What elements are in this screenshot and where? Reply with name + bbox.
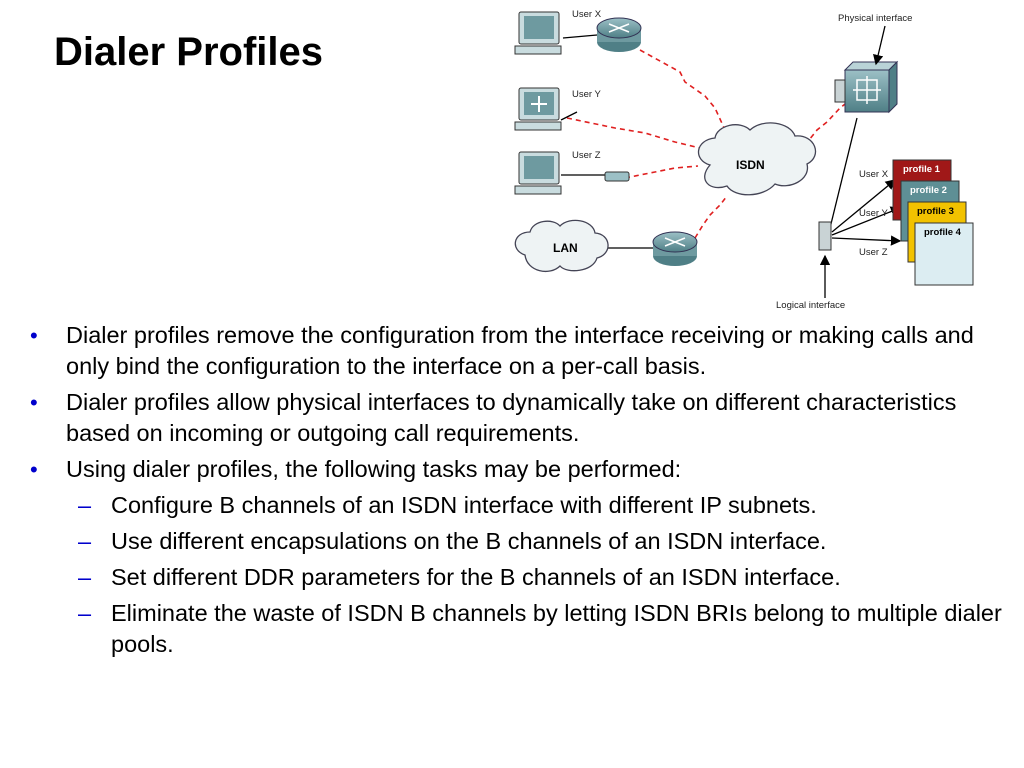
physical-interface-label: Physical interface [838,13,912,24]
logical-interface-label: Logical interface [776,300,845,311]
sub-bullet-text: Use different encapsulations on the B ch… [111,528,827,554]
bullet-item: • Using dialer profiles, the following t… [30,454,1005,485]
user-z-modem-icon [604,171,630,182]
sub-bullet-marker: – [78,492,92,518]
profile-user-y-label: User Y [859,208,889,219]
bullet-list: • Dialer profiles remove the configurati… [30,320,1005,665]
sub-bullet-marker: – [78,564,92,590]
user-z-label: User Z [572,150,601,161]
sub-bullet-text: Set different DDR parameters for the B c… [111,564,841,590]
user-x-label: User X [572,9,602,20]
profile-2-label: profile 2 [910,185,947,196]
physical-interface-port [834,79,846,103]
sub-bullet-text: Eliminate the waste of ISDN B channels b… [111,600,1002,657]
sub-bullet-item: – Set different DDR parameters for the B… [30,562,1005,593]
isdn-router-icon [843,60,899,114]
bullet-item: • Dialer profiles allow physical interfa… [30,387,1005,449]
link-lan-isdn [694,195,728,239]
user-x-router-icon [596,17,642,52]
link-isdn-router [804,99,851,146]
sub-bullet-item: – Use different encapsulations on the B … [30,526,1005,557]
link-usery-isdn [566,117,701,149]
user-z-pc-icon [514,151,562,195]
profile-4-card: profile 4 [914,222,974,286]
lan-cloud-icon [514,219,609,273]
bullet-marker: • [30,323,38,348]
local-links [560,34,858,249]
sub-bullet-text: Configure B channels of an ISDN interfac… [111,492,817,518]
sub-bullet-item: – Eliminate the waste of ISDN B channels… [30,598,1005,660]
sub-bullet-marker: – [78,600,92,626]
user-y-label: User Y [572,89,602,100]
bullet-marker: • [30,390,38,415]
isdn-cloud-icon [697,122,817,196]
user-x-pc-icon [514,11,562,55]
network-diagram: User X User Y User Z LAN ISDN [514,9,974,311]
isdn-links [566,49,851,239]
profile-1-label: profile 1 [903,164,941,175]
physical-interface-arrow [873,25,886,66]
isdn-label: ISDN [736,158,765,172]
sub-bullet-marker: – [78,528,92,554]
bullet-text: Dialer profiles remove the configuration… [66,322,974,379]
link-userz-isdn [624,165,699,179]
sub-bullet-item: – Configure B channels of an ISDN interf… [30,490,1005,521]
user-y-pc-icon [514,87,562,131]
profile-4-label: profile 4 [924,227,962,238]
profile-arrows [831,179,902,246]
profile-user-x-label: User X [859,169,889,180]
link-userx-isdn [639,49,726,131]
lan-router-icon [652,231,698,266]
bullet-item: • Dialer profiles remove the configurati… [30,320,1005,382]
lan-label: LAN [553,241,578,255]
profile-user-z-label: User Z [859,247,888,258]
slide-title: Dialer Profiles [54,30,324,74]
bullet-text: Using dialer profiles, the following tas… [66,456,682,482]
profile-3-label: profile 3 [917,206,954,217]
bullet-marker: • [30,457,38,482]
bullet-text: Dialer profiles allow physical interface… [66,389,957,446]
logical-interface-port [818,221,832,251]
